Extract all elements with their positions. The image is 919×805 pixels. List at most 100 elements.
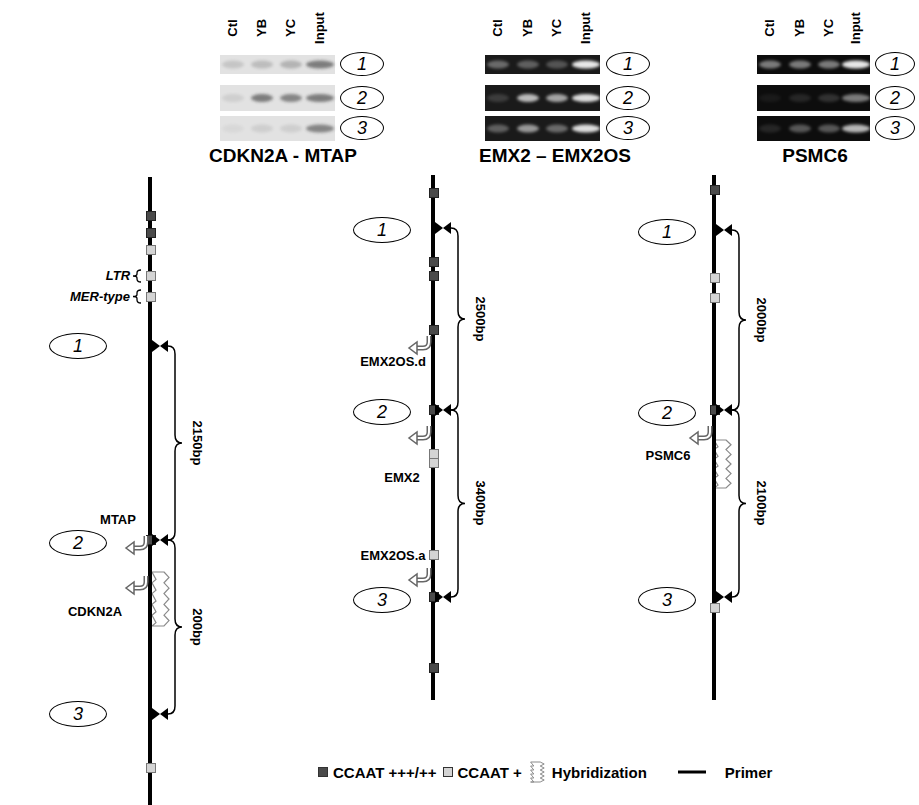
gel-band [306, 61, 334, 69]
hybridization-star [714, 440, 731, 488]
tss-arrow [417, 426, 429, 438]
map-label: EMX2OS.d [360, 355, 426, 369]
gel-band [759, 125, 781, 133]
number-oval: 2 [638, 400, 696, 426]
legend-item: CCAAT + [443, 764, 522, 781]
oval-number: 2 [623, 89, 633, 107]
primer-mark [716, 404, 724, 416]
gel-row [485, 116, 600, 141]
oval-number: 1 [357, 55, 367, 73]
ccaat-weak-box [430, 551, 439, 560]
lane-label: YC [550, 19, 564, 37]
gel-band [818, 125, 840, 133]
legend-item: Primer [677, 764, 773, 781]
oval-number: 3 [73, 705, 83, 723]
gel-band [517, 125, 539, 133]
ccaat-strong-box [147, 229, 156, 238]
ccaat-weak-box [711, 604, 720, 613]
map-label: 3400bp [473, 481, 487, 526]
ccaat-weak-box [430, 459, 439, 468]
primer-mark [716, 224, 724, 236]
map-label: 2100bp [754, 481, 768, 526]
primer-sample [678, 771, 706, 774]
number-oval: 2 [340, 86, 384, 110]
map-label: EMX2 [384, 471, 419, 485]
ccaat-weak-box [147, 764, 156, 773]
primer-mark [443, 222, 451, 234]
oval-number: 1 [662, 223, 672, 241]
gel-band [759, 61, 781, 69]
legend-text: CCAAT + [458, 764, 522, 781]
number-oval: 1 [340, 52, 384, 76]
repeat-brace [133, 270, 141, 282]
tss-arrowhead [126, 542, 134, 554]
gel-row [220, 55, 335, 74]
lane-label: YC [822, 19, 836, 37]
number-oval: 2 [49, 530, 107, 556]
number-oval: 3 [638, 587, 696, 613]
tss-arrowhead [126, 582, 134, 594]
oval-number: 1 [377, 221, 387, 239]
lane-label: Ctl [226, 19, 240, 36]
gel-band [842, 125, 870, 133]
ccaat-weak-box [711, 294, 720, 303]
map-label: MTAP [100, 513, 136, 527]
ccaat-strong-box [430, 258, 439, 267]
tss-arrowhead [690, 432, 698, 444]
primer-mark [724, 224, 732, 236]
map-label: 2000bp [754, 298, 768, 343]
distance-bracket [168, 540, 182, 714]
legend-item: Hybridization [528, 760, 647, 784]
distance-bracket [451, 228, 465, 410]
map-label: 2150bp [190, 421, 204, 466]
ccaat-weak-box [147, 272, 156, 281]
gel-band [487, 61, 509, 69]
ccaat-weak-box [711, 274, 720, 283]
number-oval: 3 [875, 116, 915, 140]
map-label: LTR [106, 269, 130, 283]
primer-mark [152, 708, 160, 720]
primer-mark [435, 222, 443, 234]
gel-band [251, 125, 273, 133]
distance-bracket [168, 346, 182, 540]
oval-number: 1 [73, 337, 83, 355]
gel-band [572, 61, 600, 69]
chromosome-line [431, 175, 435, 700]
oval-number: 2 [357, 89, 367, 107]
oval-number: 3 [662, 591, 672, 609]
legend: CCAAT +++/++CCAAT +HybridizationPrimer [318, 760, 778, 784]
tss-arrow-outline [417, 336, 429, 348]
legend-text: Hybridization [552, 764, 647, 781]
gel-band [789, 61, 811, 69]
gel-row [220, 85, 335, 111]
hybridization-star [152, 572, 169, 626]
tss-arrow [134, 576, 146, 588]
number-oval: 3 [353, 587, 411, 613]
number-oval: 1 [606, 52, 650, 76]
gel-row [485, 85, 600, 111]
gel-row [220, 116, 335, 141]
lane-label: Input [849, 12, 863, 44]
ccaat-strong-box [711, 186, 720, 195]
gel-band [842, 61, 870, 69]
map-label: MER-type [70, 290, 130, 304]
primer-mark [443, 591, 451, 603]
map-label: CDKN2A [68, 605, 122, 619]
gel-band [546, 94, 568, 102]
gel-band [306, 94, 334, 102]
gel-band [517, 94, 539, 102]
tss-arrow [417, 568, 429, 580]
ccaat-weak-box [430, 450, 439, 459]
tss-arrow-outline [417, 568, 429, 580]
tss-arrowhead [409, 574, 417, 586]
number-oval: 2 [606, 86, 650, 110]
lane-label: YC [284, 19, 298, 37]
lane-label: YB [255, 19, 269, 37]
primer-mark [724, 404, 732, 416]
gel-band [789, 125, 811, 133]
oval-number: 3 [890, 119, 900, 137]
gel-row [485, 55, 600, 74]
panel-title: CDKN2A - MTAP [209, 146, 357, 167]
